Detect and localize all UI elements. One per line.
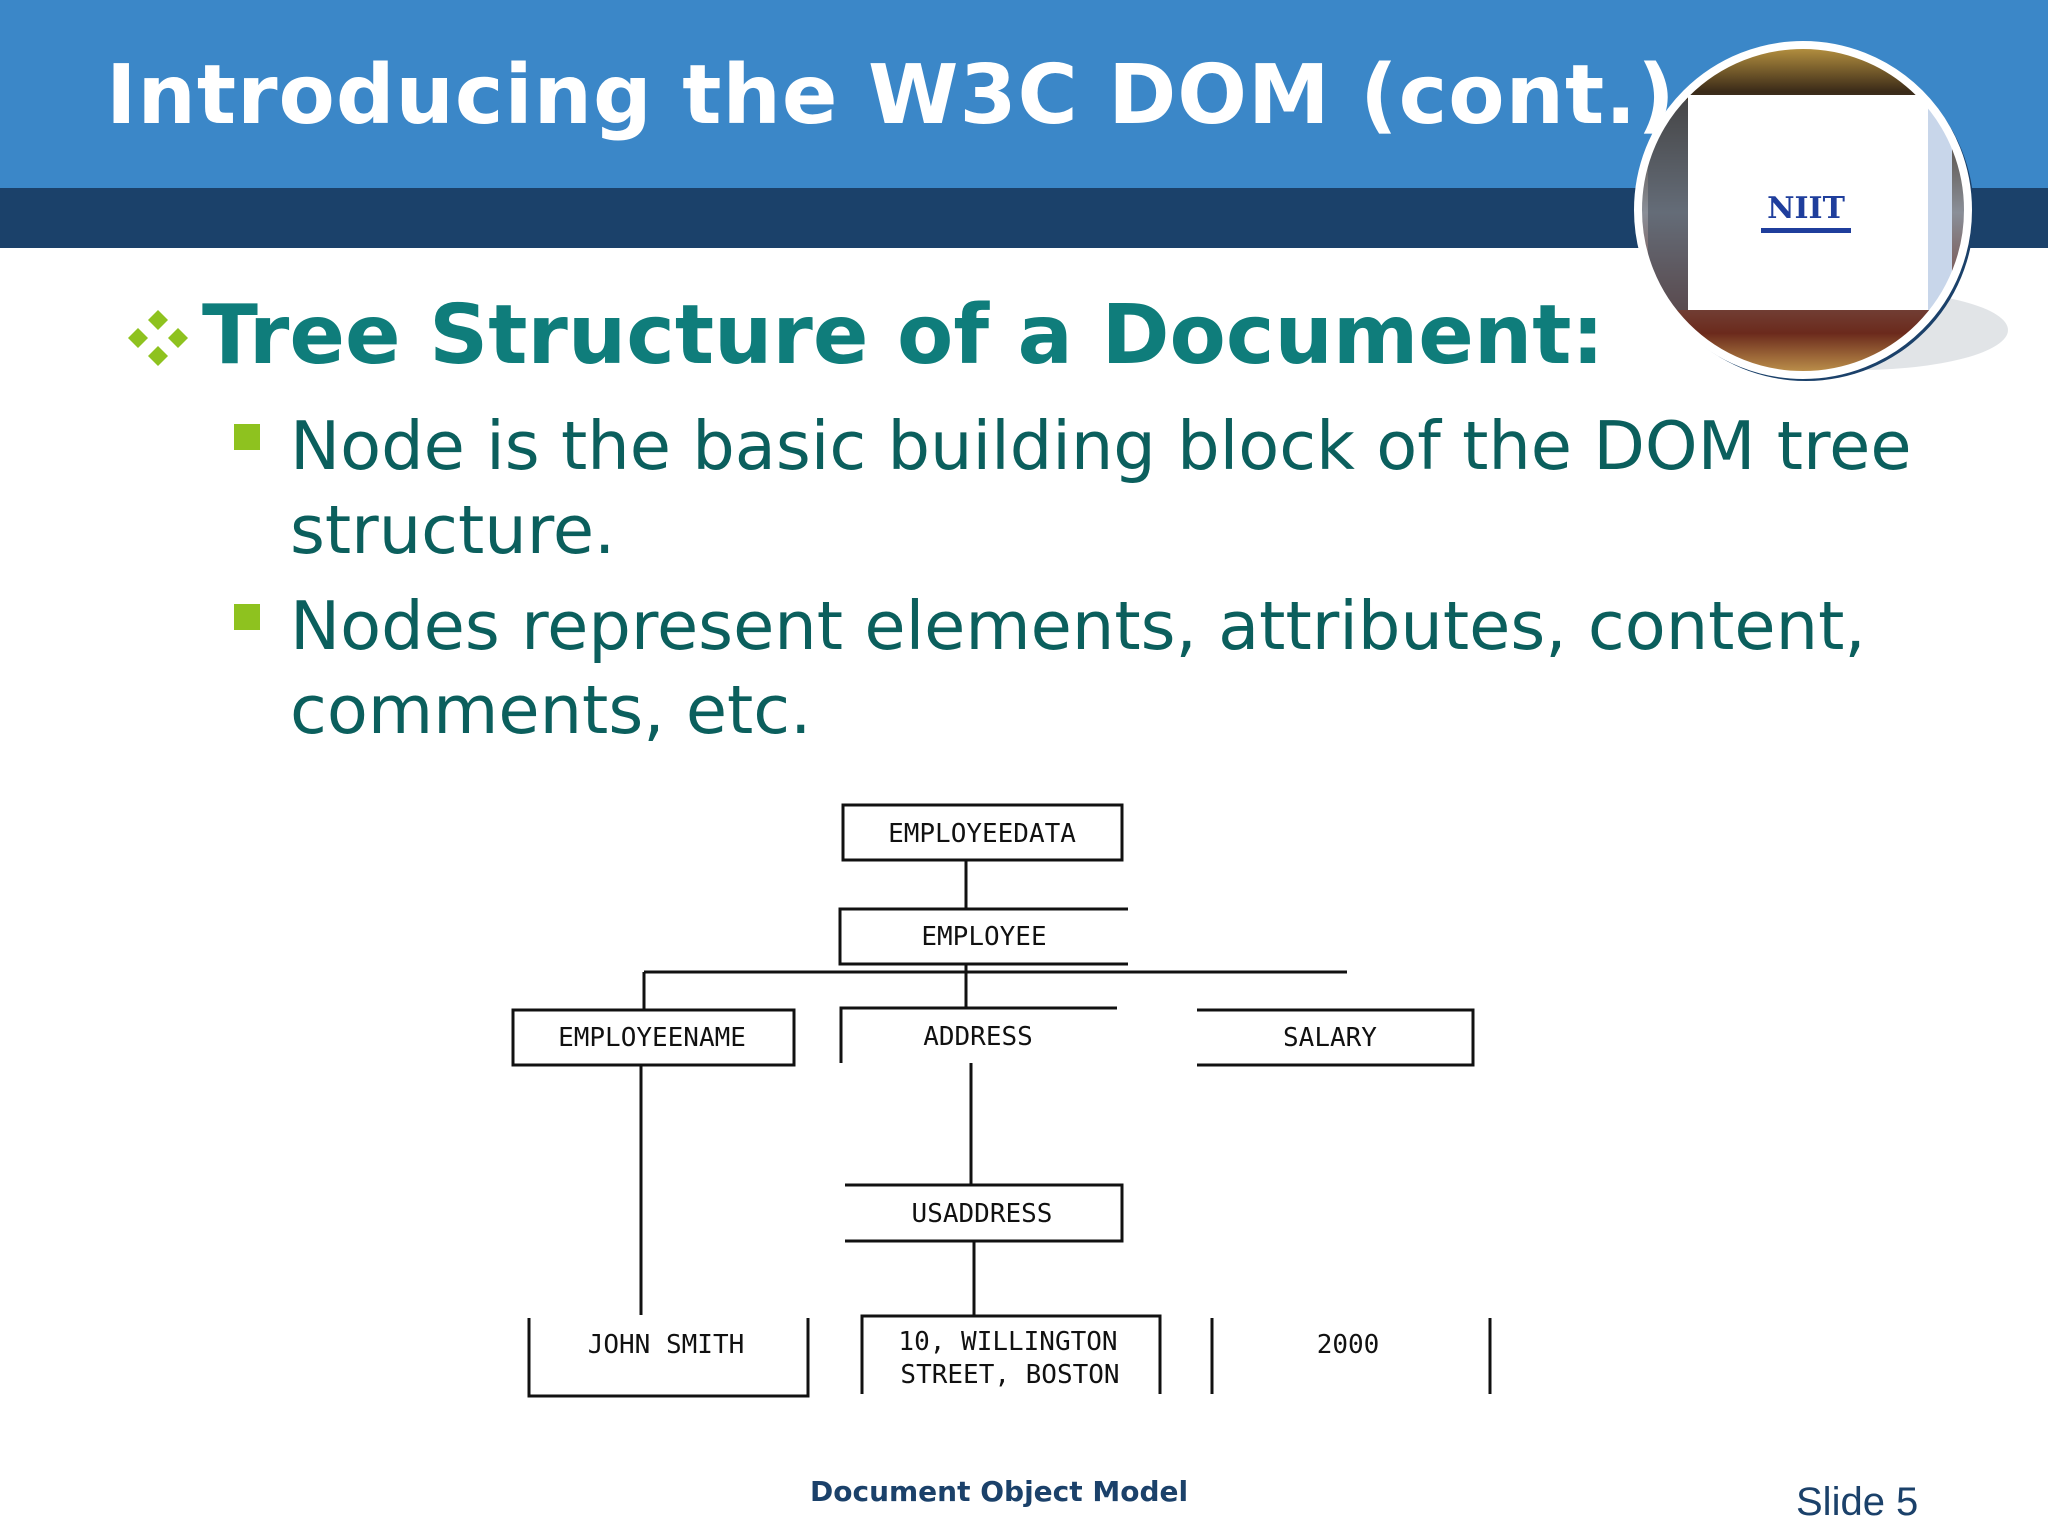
logo-text: NIIT bbox=[1767, 191, 1845, 226]
node-street-line2: STREET, BOSTON bbox=[900, 1360, 1119, 1390]
salary-box bbox=[1197, 1008, 1475, 1067]
usaddress-box bbox=[845, 1183, 1124, 1243]
node-employeename: EMPLOYEENAME bbox=[558, 1023, 746, 1053]
node-employeedata: EMPLOYEEDATA bbox=[888, 819, 1076, 849]
node-john-smith: JOHN SMITH bbox=[588, 1330, 745, 1360]
slide-number: Slide 5 bbox=[1796, 1480, 1919, 1524]
slide-title: Introducing the W3C DOM (cont.) bbox=[106, 48, 1676, 143]
node-street-line1: 10, WILLINGTON bbox=[898, 1327, 1117, 1357]
john-smith-box bbox=[527, 1318, 810, 1398]
square-bullet-icon bbox=[234, 424, 260, 450]
node-salary-value: 2000 bbox=[1317, 1330, 1380, 1360]
address-box bbox=[839, 1006, 1117, 1063]
node-salary: SALARY bbox=[1283, 1023, 1377, 1053]
employeename-box bbox=[511, 1008, 796, 1067]
employeedata-box bbox=[841, 803, 1124, 862]
logo-badge: NIIT bbox=[1628, 40, 2012, 385]
four-diamond-bullet-icon bbox=[128, 310, 188, 366]
bullet-text: Nodes represent elements, attributes, co… bbox=[290, 587, 1866, 749]
bullet-text: Node is the basic building block of the … bbox=[290, 407, 1912, 569]
node-address: ADDRESS bbox=[923, 1022, 1033, 1052]
employee-box bbox=[838, 907, 1128, 966]
footer-title: Document Object Model bbox=[810, 1475, 1189, 1508]
street-box bbox=[860, 1314, 1162, 1394]
heading-text: Tree Structure of a Document: bbox=[202, 288, 1605, 383]
node-usaddress: USADDRESS bbox=[912, 1199, 1053, 1229]
square-bullet-icon bbox=[234, 604, 260, 630]
node-employee: EMPLOYEE bbox=[921, 922, 1046, 952]
